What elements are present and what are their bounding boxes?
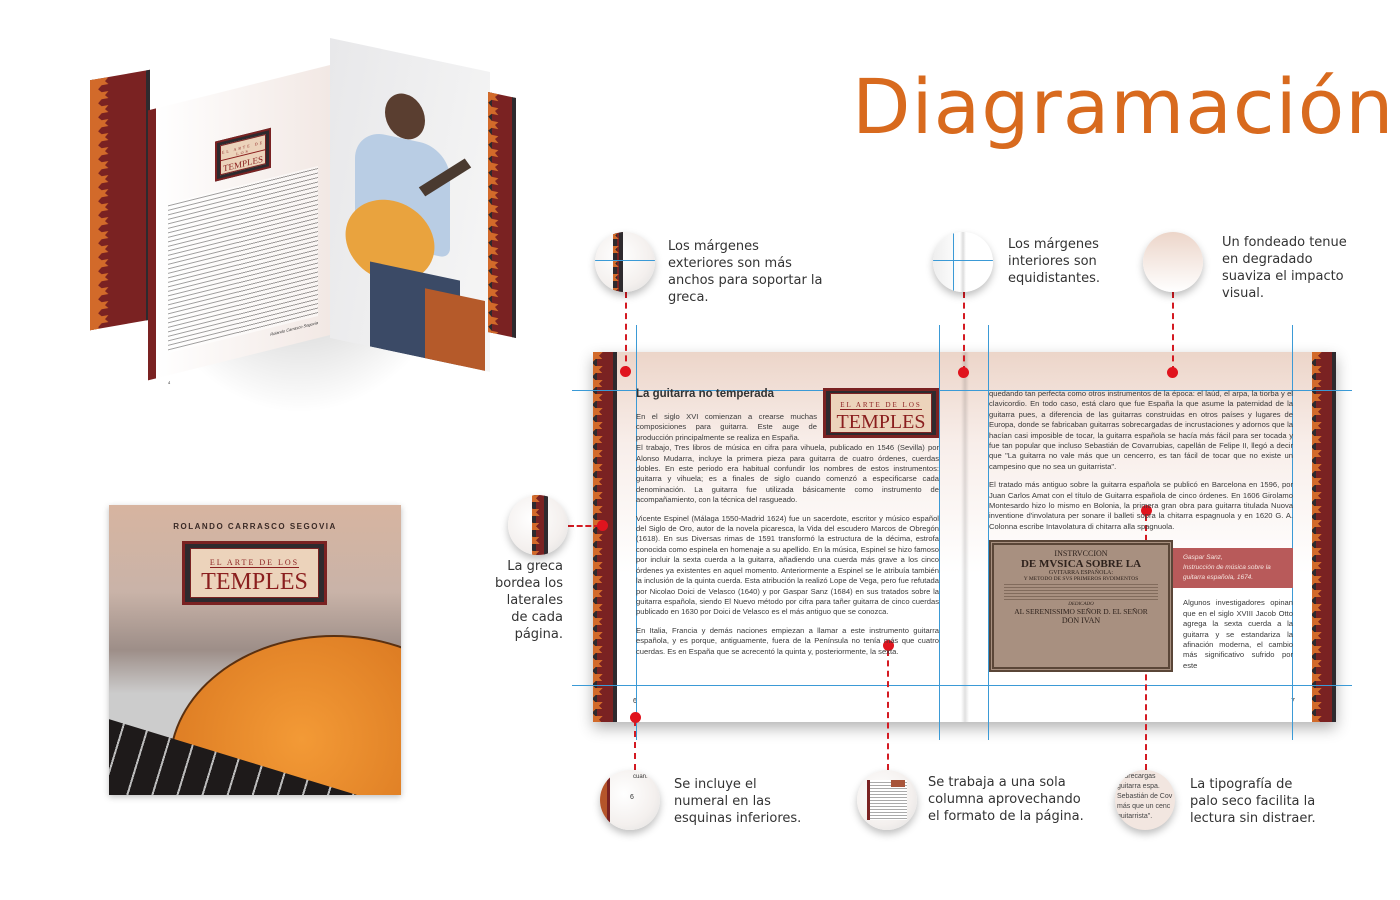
- zoom-type-sample: sobrecargas guitarra espa. Sebastián de …: [1117, 773, 1173, 820]
- zoom-inner-margin: [933, 232, 993, 292]
- greca-right: [1312, 352, 1336, 722]
- marker-dot: [883, 640, 894, 651]
- zoom-typography: sobrecargas guitarra espa. Sebastián de …: [1115, 770, 1175, 830]
- guide-right-outer: [1292, 325, 1293, 740]
- right-page-content: quedando tan perfecta como otros instrum…: [989, 389, 1293, 673]
- image-caption: Gaspar Sanz, Instrucción de música sobre…: [1173, 548, 1293, 589]
- leader-line: [887, 650, 889, 770]
- stool: [425, 288, 485, 371]
- cover-logo-small: EL ARTE DE LOS: [209, 558, 300, 568]
- paragraph: Vicente Espinel (Málaga 1550-Madrid 1624…: [636, 513, 939, 617]
- marker-dot: [1141, 505, 1152, 516]
- paragraph: Algunos investigadores opinan que en el …: [1183, 598, 1293, 670]
- guide-bottom: [572, 685, 1352, 686]
- leader-line: [963, 292, 965, 372]
- paragraph: quedando tan perfecta como otros instrum…: [989, 389, 1293, 471]
- marker-dot: [620, 366, 631, 377]
- zoom-single-column: [857, 770, 917, 830]
- guide-left-inner: [939, 325, 940, 740]
- zoom-gradient: [1143, 232, 1203, 292]
- page-title: Diagramación: [852, 62, 1395, 151]
- plate-line: Y METODO DE SVS PRIMEROS RVDIMENTOS: [1023, 576, 1139, 583]
- zoom-greca: [508, 495, 568, 555]
- spread-logo-big: TEMPLES: [836, 411, 926, 433]
- gutter: [961, 352, 969, 722]
- cover-logo-big: TEMPLES: [201, 569, 308, 595]
- plate-line: DEDICADO: [1068, 602, 1094, 608]
- book-right-photo: [330, 38, 490, 373]
- plate-line: DON IVAN: [1061, 616, 1101, 626]
- leader-line: [568, 525, 600, 527]
- caption-author: Gaspar Sanz,: [1183, 554, 1223, 562]
- back-cover-left: [90, 69, 150, 331]
- note-inner-margins: Los márgenes interiores son equidistante…: [1008, 237, 1101, 286]
- note-greca: La greca bordea los laterales de cada pá…: [494, 559, 563, 642]
- paragraph: En Italia, Francia y demás naciones empi…: [636, 625, 939, 656]
- greca-left: [593, 352, 617, 722]
- paragraph: El trabajo, Tres libros de música en cif…: [636, 443, 939, 505]
- plate-line: AL SERENISSIMO SEÑOR D. EL SEÑOR: [1014, 607, 1148, 617]
- title-plate-image: INSTRVCCION DE MVSICA SOBRE LA GVITARRA …: [989, 540, 1173, 673]
- chapter-heading: La guitarra no temperada: [636, 388, 775, 400]
- caption-work: Instrucción de música sobre la guitarra …: [1183, 564, 1271, 582]
- leader-line: [625, 292, 627, 372]
- plate-line: GVITARRA ESPAÑOLA:: [1048, 570, 1114, 577]
- note-outer-margins: Los márgenes exteriores son más anchos p…: [668, 239, 823, 305]
- guide-left-outer: [636, 325, 637, 740]
- marker-dot: [630, 712, 641, 723]
- zoom-corner-text: cuan.: [633, 774, 648, 780]
- paragraph: En el siglo XVI comienzan a crearse much…: [636, 412, 817, 442]
- cover-author: ROLANDO CARRASCO SEGOVIA: [173, 522, 337, 531]
- page-number-left: 6: [633, 698, 637, 705]
- guide-right-inner: [988, 325, 989, 740]
- figure-row: INSTRVCCION DE MVSICA SOBRE LA GVITARRA …: [989, 540, 1293, 673]
- zoom-corner-number: 6: [630, 794, 634, 801]
- note-single-column: Se trabaja a una sola columna aprovechan…: [928, 775, 1084, 824]
- plate-line: DE MVSICA SOBRE LA: [1020, 558, 1142, 571]
- note-typography: La tipografía de palo seco facilita la l…: [1190, 777, 1316, 826]
- plate-line: INSTRVCCION: [1054, 549, 1108, 559]
- paragraph: El tratado más antiguo sobre la guitarra…: [989, 480, 1293, 531]
- spread-logo-small: EL ARTE DE LOS: [840, 401, 922, 410]
- marker-dot: [1167, 367, 1178, 378]
- leader-line: [1172, 292, 1174, 372]
- zoom-page-number: cuan. 6: [600, 770, 660, 830]
- note-page-numbers: Se incluye el numeral en las esquinas in…: [674, 777, 802, 826]
- note-gradient: Un fondeado tenue en degradado suaviza e…: [1222, 235, 1347, 301]
- zoom-outer-margin: [595, 232, 655, 292]
- marker-dot: [597, 520, 608, 531]
- figure-side: Gaspar Sanz, Instrucción de música sobre…: [1173, 540, 1293, 672]
- plate-small-print: [1004, 582, 1158, 603]
- back-cover-right: [488, 92, 516, 338]
- marker-dot: [958, 367, 969, 378]
- guide-top: [572, 390, 1352, 391]
- leader-line: [634, 720, 636, 770]
